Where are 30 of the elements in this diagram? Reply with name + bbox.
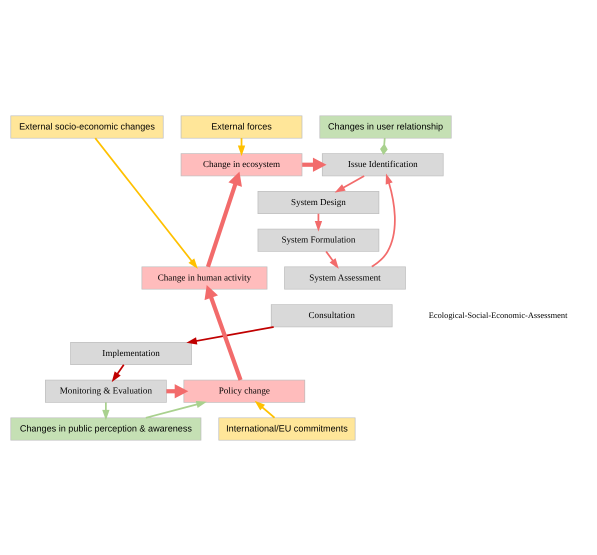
arrow (334, 174, 365, 192)
node-box: System Formulation (258, 228, 380, 252)
node-box: Monitoring & Evaluation (45, 379, 167, 402)
arrow (112, 364, 124, 382)
arrow (204, 284, 243, 380)
arrow (325, 250, 339, 268)
node-box: Changes in public perception & awareness (10, 416, 202, 440)
node-box: External socio-economic changes (10, 114, 164, 138)
node-box: Policy change (184, 379, 306, 402)
node-box: Implementation (70, 341, 192, 365)
connector (380, 138, 388, 154)
arrow (94, 137, 198, 268)
node-box: External forces (180, 114, 302, 138)
arrow (254, 400, 276, 418)
node-box: Issue Identification (322, 152, 444, 176)
node-box: Change in human activity (142, 266, 268, 290)
node-box: Changes in user relationship (319, 114, 452, 138)
arrow (186, 326, 274, 344)
arrow (102, 402, 110, 420)
arrow (302, 157, 327, 172)
node-box: Change in ecosystem (180, 152, 302, 176)
arrow (146, 400, 207, 418)
arrow (166, 384, 188, 398)
node-box: System Design (258, 190, 380, 214)
node-box: System Assessment (284, 266, 406, 290)
node-box: Consultation (270, 304, 393, 327)
arrow (206, 171, 242, 267)
arrow (314, 213, 322, 232)
arrow (238, 138, 246, 156)
node-box: International/EU commitments (218, 416, 356, 440)
